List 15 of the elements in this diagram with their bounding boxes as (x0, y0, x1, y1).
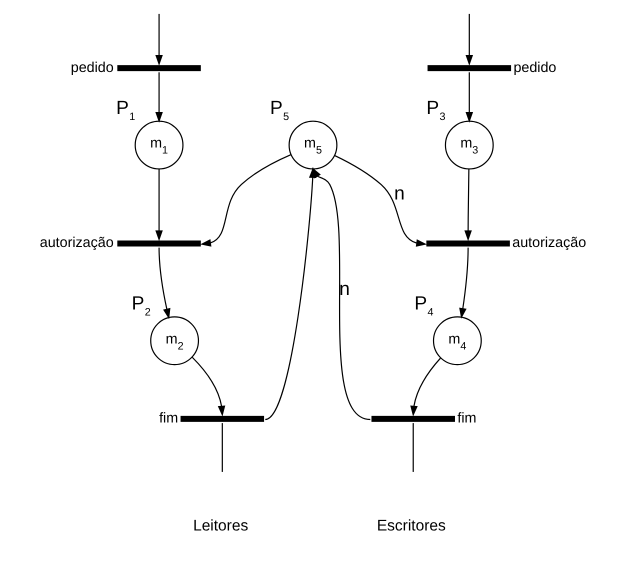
node-label: P$_{4}$ (414, 293, 434, 318)
node-label: P$_{1}$ (116, 98, 136, 123)
label: Leitores (193, 518, 248, 535)
node-label: P$_{5}$ (270, 98, 290, 123)
label: Escritores (376, 518, 446, 535)
node-label: pedido (513, 60, 556, 76)
node-label: P$_{2}$ (132, 293, 151, 318)
node-label: autorização (40, 235, 114, 252)
edge-label: n (394, 184, 405, 205)
node-label: pedido (70, 60, 114, 76)
node-label: P$_{3}$ (426, 98, 446, 123)
edge-label: n (339, 279, 350, 300)
node-label: autorização (512, 235, 586, 252)
node-label: fim (457, 410, 476, 427)
node-label: fim (159, 410, 178, 427)
